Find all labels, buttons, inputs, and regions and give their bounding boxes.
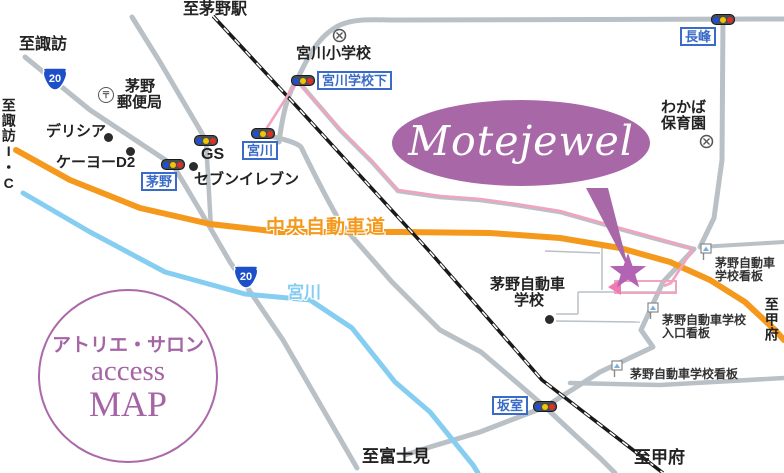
driving-school-label-line2: 学校 (514, 292, 545, 309)
river-label: 宮川 (287, 283, 321, 302)
school-icon (332, 28, 347, 43)
delicia-label: デリシア (46, 123, 107, 140)
traffic-light (194, 135, 218, 146)
kanban3-label: 茅野自動車学校看板 (630, 367, 739, 381)
driving-school-label-line1: 茅野自動車 (490, 276, 566, 293)
route-pink (261, 79, 695, 295)
kanban1-label-line1: 茅野自動車 (715, 256, 776, 270)
to-suwa-label: 至諏訪 (19, 36, 68, 53)
destination-name: Motejewel (408, 117, 634, 165)
road-east-stub (698, 240, 784, 249)
driving-school-dot (545, 315, 554, 324)
wakaba-label-line2: 保育園 (661, 115, 707, 132)
signboard-icon (647, 302, 659, 319)
seven-eleven-label: セブンイレブン (194, 171, 300, 188)
chuo-expressway-line (13, 147, 784, 343)
traffic-light-miyagawa (251, 128, 275, 139)
signboard-icon (700, 243, 712, 260)
post-office-icon: 〒 (98, 87, 114, 103)
to-kofu-south-label: 至甲府 (634, 448, 685, 467)
miyagawa-gakko-shita-label: 宮川学校下 (317, 71, 393, 90)
nagamine-intersection-label: 長峰 (680, 27, 717, 46)
chino-intersection-label: 茅野 (141, 172, 178, 191)
to-kofu-east-label: 至甲府 (763, 297, 780, 342)
signboard-icon (611, 360, 623, 377)
expressway-label: 中央自動車道 (266, 217, 387, 238)
traffic-light-nagamine (711, 14, 735, 25)
post-office-label-line1: 茅野 (125, 78, 156, 95)
road-school-entrance (402, 246, 697, 458)
route20-number: 20 (240, 271, 252, 283)
miyagawa-elementary-label: 宮川小学校 (296, 45, 372, 62)
traffic-light-chino (161, 159, 185, 170)
to-fujimi-label: 至富士見 (362, 447, 430, 466)
access-map-badge: アトリエ・サロン access MAP (38, 289, 218, 463)
destination-balloon: Motejewel (392, 100, 650, 186)
nursery-icon (699, 134, 714, 149)
route20-number: 20 (49, 73, 61, 85)
route20-badge: 20 20 (42, 67, 259, 289)
destination-star (609, 253, 647, 288)
balloon-tail (586, 188, 629, 270)
road-nagamine (276, 16, 784, 145)
road-sakamuro (260, 131, 618, 473)
keiyo-d2-dot (126, 147, 135, 156)
access-text: access (90, 355, 166, 387)
miyagawa-intersection-label: 宮川 (242, 141, 279, 160)
road-seveneleven (203, 138, 214, 231)
gs-label: GS (201, 146, 225, 163)
route-arrow (608, 279, 621, 295)
post-office-label-line2: 郵便局 (117, 94, 163, 111)
salon-name: アトリエ・サロン (51, 335, 204, 356)
traffic-light-sakamuro (533, 401, 557, 412)
road-south-east (567, 375, 784, 388)
keiyo-d2-label: ケーヨーD2 (56, 154, 136, 171)
map-text: MAP (88, 384, 168, 424)
gs-dot (189, 162, 198, 171)
kanban2-label-line2: 入口看板 (662, 326, 711, 340)
sakamuro-intersection-label: 坂室 (492, 396, 529, 415)
miyagawa-river-line (20, 190, 481, 473)
kanban2-label-line1: 茅野自動車学校 (662, 313, 747, 327)
to-suwa-ic-label: 至諏訪I・C (0, 98, 17, 192)
railway-line (211, 14, 665, 473)
kanban1-label-line2: 学校看板 (715, 269, 764, 283)
to-chino-station-label: 至茅野駅 (183, 1, 248, 18)
delicia-dot (104, 133, 113, 142)
wakaba-label-line1: わかば (661, 99, 707, 116)
traffic-light-miyagawa-gakko-shita (291, 75, 315, 86)
road-east-vertical (697, 14, 726, 250)
